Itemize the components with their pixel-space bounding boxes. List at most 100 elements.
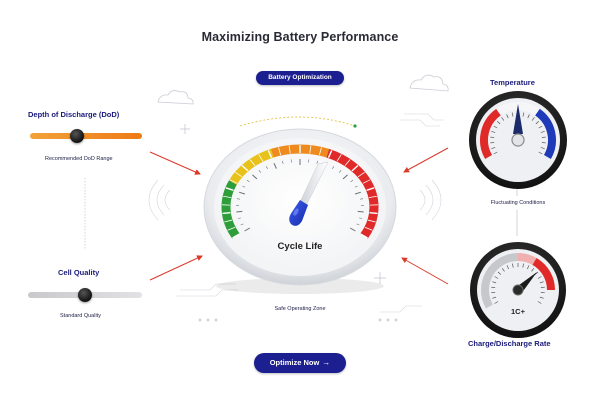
gauge-inner-tick — [356, 223, 360, 226]
gauge-inner-tick — [242, 185, 246, 188]
gauge-inner-tick — [338, 170, 342, 173]
charge-rate-ticks — [491, 263, 545, 304]
gauge-tick — [235, 171, 243, 178]
gauge-inner-tick — [342, 174, 348, 180]
sparkle-icon — [180, 124, 386, 284]
gauge-tick — [357, 171, 365, 178]
gauge-inner-tick — [316, 160, 318, 164]
charge-rate-color-arc — [481, 253, 555, 309]
dod-slider-knob[interactable] — [70, 129, 85, 143]
temperature-tick — [511, 112, 514, 117]
charge-rate-tick — [531, 267, 535, 272]
cell-quality-slider-knob[interactable] — [78, 288, 92, 302]
gauge-inner-tick — [359, 217, 363, 219]
gauge-needle — [289, 161, 329, 226]
gauge-tick — [336, 154, 342, 162]
temperature-caption: Fluctuating Conditions — [490, 200, 546, 206]
gauge-inner-tick — [354, 185, 358, 188]
gauge-tick — [360, 233, 368, 239]
gauge-tick — [225, 187, 234, 191]
charge-rate-tick — [497, 271, 502, 275]
charge-rate-arc-grey — [481, 253, 519, 309]
gauge-tick — [309, 145, 312, 154]
cycle-life-label: Cycle Life — [277, 241, 323, 252]
gauge-tick — [288, 145, 291, 154]
gauge-tick — [369, 211, 378, 215]
gauge-arc-red — [326, 148, 379, 239]
dod-title: Depth of Discharge (DoD) — [28, 110, 120, 119]
temperature-tick — [501, 117, 505, 121]
temperature-arc-blue — [535, 108, 556, 159]
cell-quality-caption: Standard Quality — [60, 313, 101, 319]
cloud-icon — [409, 74, 449, 92]
charge-rate-value: 1C+ — [511, 307, 525, 316]
gauge-tick — [223, 195, 232, 199]
temperature-tick — [535, 121, 540, 125]
charge-rate-tick — [537, 301, 542, 304]
gauge-color-arcs — [221, 144, 379, 239]
arrow-temperature — [403, 147, 449, 173]
gauge-tick — [351, 164, 359, 172]
gauge-inner-tick — [252, 174, 258, 180]
gauge-tick — [278, 147, 282, 156]
optimize-now-button[interactable]: Optimize Now→ — [254, 353, 346, 373]
gauge-tick — [249, 159, 256, 166]
gauge-inner-tick — [357, 210, 364, 213]
gauge-inner-tick — [258, 170, 262, 173]
temperature-tick — [506, 114, 509, 119]
charge-rate-arc-pink — [517, 253, 537, 265]
gauge-tick — [318, 147, 322, 156]
charge-rate-tick — [492, 281, 497, 284]
gauge-inner-tick — [244, 227, 251, 232]
charge-rate-tick — [501, 267, 505, 272]
top-decorative-arc — [239, 116, 356, 127]
dod-caption: Recommended DoD Range — [45, 156, 113, 162]
circuit-lines-right — [378, 113, 444, 322]
gauge-tick — [229, 179, 238, 184]
temperature-arc-red — [480, 108, 501, 159]
temperature-tick — [493, 151, 498, 155]
gauge-tick — [222, 211, 231, 215]
gauge-tick — [232, 233, 240, 239]
arrow-dod — [149, 151, 201, 175]
gauge-arc-yellow — [229, 148, 274, 185]
gauge-inner-tick — [246, 179, 250, 183]
temperature-tick — [522, 112, 525, 117]
charge-rate-tick — [527, 265, 530, 270]
gauge-tick — [327, 150, 333, 158]
gauge-tick — [267, 150, 273, 158]
charge-rate-tick — [539, 281, 544, 284]
charge-rate-tick — [506, 265, 509, 270]
temperature-tick — [493, 125, 498, 129]
gauge-tick — [224, 219, 233, 223]
temperature-tick — [527, 114, 530, 119]
temperature-tick — [531, 117, 535, 121]
gauge-tick — [366, 187, 375, 191]
temperature-tick — [496, 121, 501, 125]
charge-rate-tick — [522, 263, 524, 268]
gauge-ticks — [222, 145, 378, 239]
gauge-tick — [241, 164, 249, 172]
gauge-inner-tick — [265, 166, 268, 169]
gauge-tick — [362, 179, 371, 184]
dod-slider-track[interactable] — [30, 133, 142, 139]
gauge-inner-tick — [282, 160, 284, 164]
gauge-inner-tick — [237, 217, 241, 219]
gauge-tick — [227, 226, 236, 231]
gauge-tick — [367, 219, 376, 223]
gauge-arc-green — [221, 180, 240, 239]
temperature-title: Temperature — [490, 78, 535, 87]
gauge-inner-tick — [236, 210, 243, 213]
charge-rate-tick — [534, 271, 539, 275]
charge-rate-tick — [512, 263, 514, 268]
charge-rate-title: Charge/Discharge Rate — [468, 339, 551, 348]
gauge-inner-tick — [236, 198, 240, 200]
temperature-tick — [538, 125, 543, 129]
gauge-inner-tick — [273, 162, 277, 169]
gauge-tick — [344, 159, 351, 166]
